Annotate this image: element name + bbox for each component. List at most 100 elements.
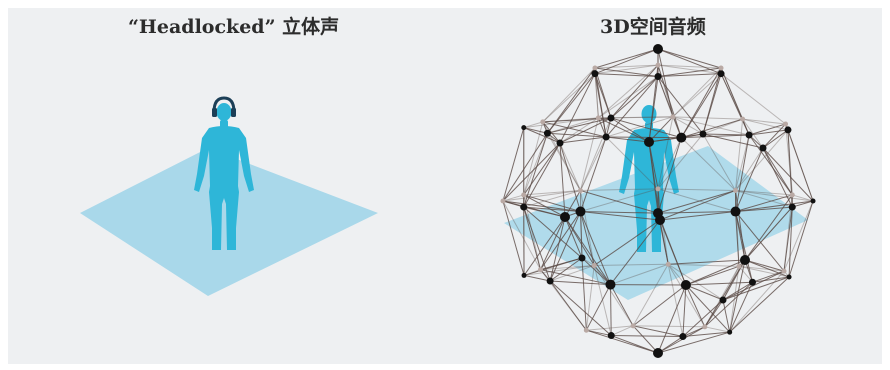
- mesh-edge: [523, 133, 548, 196]
- mesh-node: [699, 130, 707, 138]
- mesh-edge: [729, 270, 785, 333]
- mesh-edge: [581, 257, 611, 285]
- mesh-edge: [610, 284, 634, 327]
- mesh-edge: [735, 190, 746, 261]
- mesh-edge: [748, 134, 793, 196]
- mesh-edge: [735, 147, 764, 212]
- mesh-edge: [593, 219, 661, 266]
- mesh-edge: [605, 136, 659, 190]
- mesh-node: [655, 62, 661, 68]
- mesh-edge: [788, 200, 814, 278]
- mesh-node: [655, 215, 665, 225]
- mesh-edge: [523, 142, 561, 196]
- mesh-edge: [744, 206, 793, 261]
- mesh-edge: [657, 64, 682, 138]
- mesh-edge: [722, 299, 731, 333]
- mesh-edge: [559, 136, 607, 144]
- mesh-edge: [594, 64, 659, 75]
- mesh-edge: [564, 190, 581, 218]
- mesh-edge: [502, 132, 548, 202]
- sphere-nodes: [500, 44, 816, 358]
- mesh-edge: [547, 117, 612, 134]
- mesh-edge: [580, 117, 612, 191]
- mesh-edge: [594, 73, 599, 118]
- mesh-node: [702, 324, 708, 330]
- mesh-edge: [594, 73, 612, 119]
- mesh-edge: [720, 73, 786, 125]
- mesh-edge: [738, 265, 790, 278]
- mesh-edge: [785, 123, 814, 202]
- mesh-edge: [735, 189, 793, 208]
- mesh-edge: [749, 129, 789, 136]
- mesh-edge: [559, 142, 581, 191]
- mesh-edge: [586, 325, 634, 331]
- mesh-edge: [594, 48, 659, 75]
- mesh-edge: [581, 257, 587, 331]
- mesh-edge: [659, 219, 687, 286]
- mesh-edge: [672, 67, 722, 118]
- mesh-node: [653, 348, 663, 358]
- mesh-edge: [685, 259, 746, 286]
- mesh-edge: [659, 190, 736, 221]
- mesh-node: [733, 187, 739, 193]
- mesh-edge: [702, 118, 743, 135]
- mesh-node: [740, 116, 746, 122]
- mesh-edge: [502, 200, 541, 270]
- mesh-edge: [735, 211, 785, 272]
- mesh-node: [607, 114, 615, 122]
- mesh-node: [583, 327, 589, 333]
- mesh-edge: [523, 216, 566, 276]
- mesh-edge: [502, 200, 581, 213]
- mesh-node: [736, 263, 742, 269]
- mesh-edge: [542, 67, 596, 123]
- mesh-node: [500, 198, 506, 204]
- mesh-edge: [788, 207, 793, 278]
- mesh-edge: [594, 67, 659, 78]
- mesh-edge: [657, 76, 682, 138]
- mesh-node: [748, 278, 756, 286]
- mesh-node: [546, 277, 554, 285]
- mesh-edge: [610, 219, 661, 285]
- sphere-mesh: [502, 48, 814, 354]
- mesh-edge: [542, 73, 596, 123]
- mesh-node: [784, 126, 792, 134]
- mesh-edge: [546, 133, 581, 191]
- mesh-edge: [633, 325, 683, 338]
- mesh-node: [788, 203, 796, 211]
- mesh-edge: [502, 200, 525, 276]
- mesh-edge: [523, 127, 548, 134]
- mesh-edge: [762, 147, 814, 202]
- spatial-panel: [500, 44, 816, 358]
- mesh-edge: [579, 117, 599, 191]
- mesh-edge: [704, 326, 730, 333]
- mesh-edge: [549, 216, 566, 282]
- mesh-edge: [657, 137, 682, 190]
- mesh-edge: [523, 133, 548, 208]
- mesh-edge: [702, 133, 736, 191]
- mesh-node: [537, 267, 543, 273]
- illustration-frame: “Headlocked” 立体声 3D空间音频: [8, 8, 882, 364]
- mesh-edge: [704, 299, 724, 328]
- mesh-edge: [680, 137, 736, 191]
- mesh-node: [679, 333, 687, 341]
- mesh-edge: [540, 216, 566, 270]
- mesh-node: [540, 119, 546, 125]
- mesh-edge: [682, 331, 730, 338]
- mesh-node: [653, 44, 663, 54]
- mesh-node: [719, 296, 727, 304]
- mesh-edge: [594, 73, 659, 78]
- mesh-edge: [657, 211, 736, 214]
- mesh-edge: [792, 194, 814, 202]
- mesh-edge: [580, 136, 607, 191]
- mesh-edge: [735, 194, 793, 213]
- mesh-node: [644, 137, 654, 147]
- mesh-node: [781, 268, 787, 274]
- mesh-edge: [657, 73, 722, 78]
- mesh-edge: [611, 335, 683, 338]
- mesh-edge: [787, 129, 814, 202]
- mesh-edge: [594, 263, 669, 266]
- mesh-edge: [667, 263, 724, 301]
- mesh-edge: [792, 200, 814, 208]
- mesh-edge: [540, 264, 595, 271]
- mesh-edge: [523, 142, 561, 208]
